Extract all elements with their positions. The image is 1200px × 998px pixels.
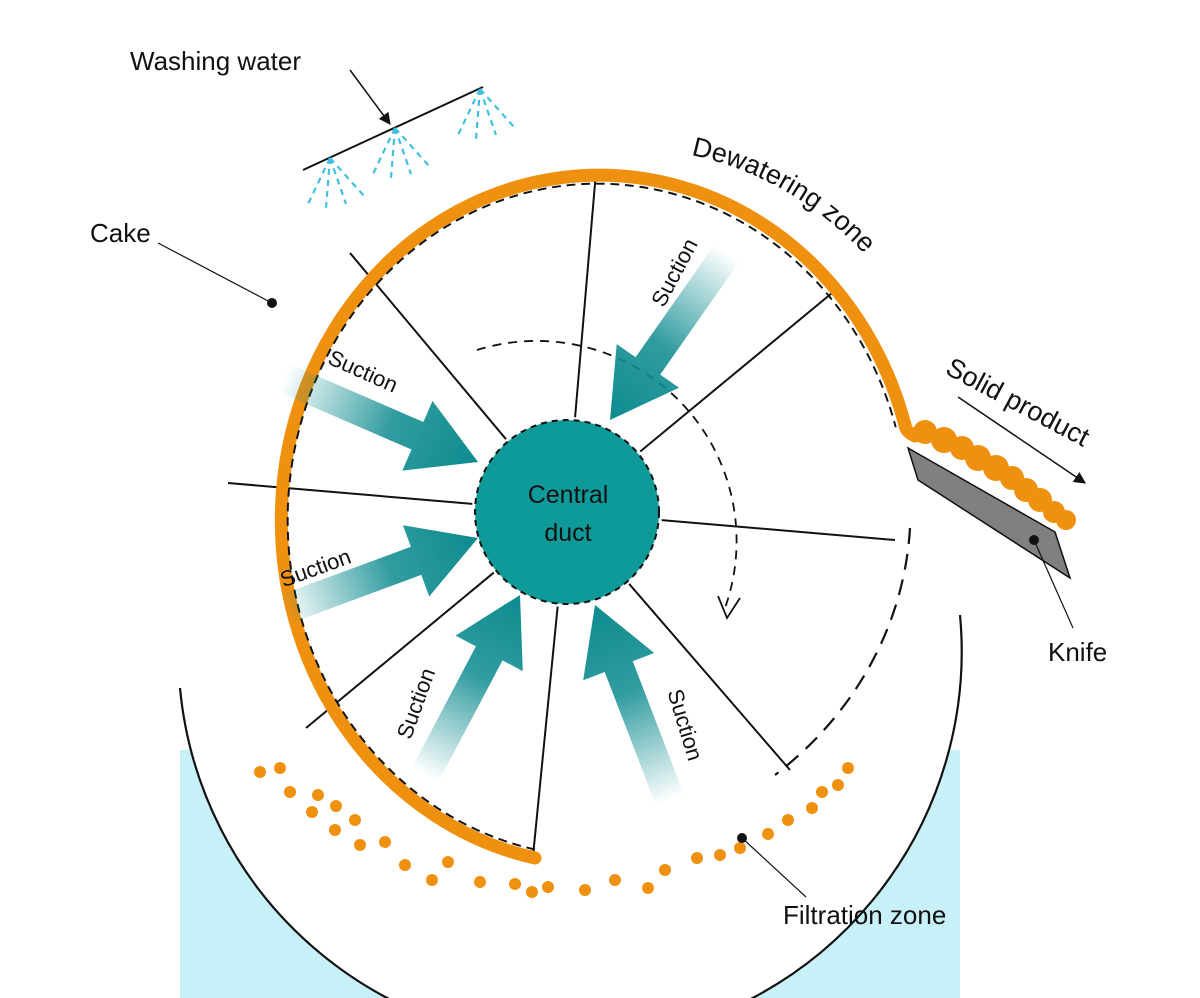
spray-jet [478, 88, 498, 136]
knife-label: Knife [1048, 637, 1107, 667]
slurry-particle [642, 882, 654, 894]
slurry-particle [330, 800, 342, 812]
cake-pointer-dot [267, 298, 277, 308]
spray-jet [328, 157, 348, 205]
slurry-particle [474, 876, 486, 888]
cake-layer [274, 168, 912, 865]
solid-product-arrow [957, 396, 1086, 484]
knife-assembly [906, 420, 1076, 629]
rotation-direction-arrowhead [717, 595, 741, 620]
knife-pointer-line [1033, 539, 1074, 629]
slurry-particle [329, 824, 341, 836]
suction-arrow-bottom-right [583, 605, 684, 806]
washing-water-pointer [349, 69, 391, 125]
filtration-trough [178, 614, 963, 998]
slurry-particle [832, 779, 844, 791]
filtration-zone-label: Filtration zone [783, 900, 946, 930]
central-duct-label-line1: Central [528, 481, 609, 509]
drum-spoke [532, 606, 559, 857]
solid-product-pile [913, 420, 1076, 530]
spray-jet [393, 127, 413, 175]
slurry-particle [379, 836, 391, 848]
filter-medium [286, 182, 897, 851]
knife-blade [906, 446, 1072, 580]
slurry-particle [426, 874, 438, 886]
spray-jet [329, 157, 365, 197]
spray-jets [307, 88, 515, 209]
slurry-particle [442, 856, 454, 868]
slurry-particle [399, 859, 411, 871]
spray-jet [372, 127, 396, 175]
suction-arrow-lower-left [277, 525, 478, 625]
slurry-particle [714, 849, 726, 861]
slurry-particles [254, 762, 854, 898]
suction-arrows [277, 244, 740, 806]
spray-jet [394, 127, 430, 167]
slurry-particle [542, 881, 554, 893]
slurry-particle [312, 789, 324, 801]
cake-label: Cake [90, 218, 151, 248]
spray-jet [457, 88, 481, 136]
spray-bar [302, 86, 484, 171]
slurry-particle [509, 878, 521, 890]
slurry-particle [274, 762, 286, 774]
central-duct-label-line2: duct [544, 519, 591, 547]
suction-arrow-upper-left [278, 364, 478, 471]
washing-water-spray [302, 86, 515, 209]
slurry-particle [816, 786, 828, 798]
slurry-particle [842, 762, 854, 774]
drum-outline-unloaded [774, 527, 912, 776]
slurry-particle [306, 806, 318, 818]
slurry-particle [691, 852, 703, 864]
slurry-particle [806, 802, 818, 814]
cake-pointer-line [157, 242, 273, 304]
spray-jet [324, 157, 332, 209]
drum-spoke [628, 583, 791, 771]
slurry-particle [609, 874, 621, 886]
spray-jet [474, 88, 482, 140]
drum-spoke [639, 292, 833, 453]
spray-jet [307, 157, 331, 205]
suction-arrow-top-right [610, 244, 740, 420]
slurry-particle [734, 842, 746, 854]
slurry-particle [254, 766, 266, 778]
drum-spoke [227, 482, 473, 505]
filtration-zone-pointer-dot [737, 833, 747, 843]
washing-water-label: Washing water [130, 46, 301, 76]
drum-spoke [661, 519, 896, 541]
product-lump [913, 420, 937, 444]
central-duct: Central duct [474, 419, 660, 605]
suction-arrow-bottom-left [411, 595, 523, 782]
rotation-direction-path [476, 340, 738, 609]
slurry-particle [284, 786, 296, 798]
slurry-particle [782, 814, 794, 826]
suction-label-bottom-right: Suction [662, 686, 707, 763]
trough-wall [178, 614, 963, 998]
spray-jet [389, 127, 397, 179]
slurry-particle [762, 828, 774, 840]
drum-spoke [574, 171, 597, 418]
slurry-particle [354, 839, 366, 851]
product-lump [1056, 510, 1076, 530]
filtration-zone-pointer-line [741, 837, 807, 898]
slurry-particle [659, 864, 671, 876]
slurry-particle [349, 814, 361, 826]
slurry-particle [579, 884, 591, 896]
slurry-particle [526, 886, 538, 898]
spray-jet [479, 88, 515, 128]
